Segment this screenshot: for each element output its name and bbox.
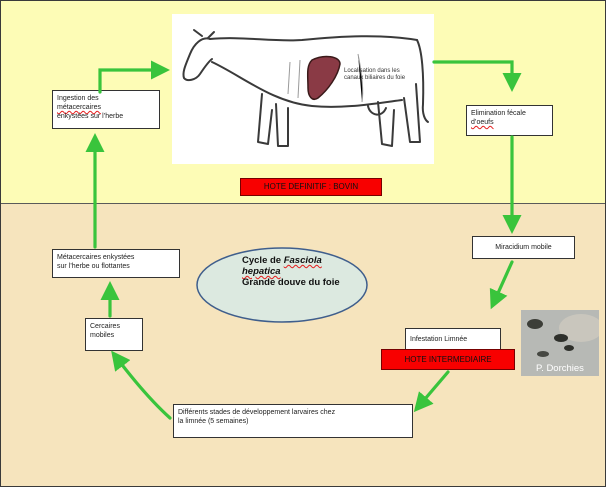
intermediate-host-label: HOTE INTERMEDIAIRE [381,349,515,370]
step-larval-stages: Différents stades de développement larva… [173,404,413,438]
center-ellipse [196,247,368,323]
cycle-title-prefix: Cycle de [242,255,284,266]
step-cercaires-line1: Cercaires [90,323,120,330]
arrow-infestation-to-larval [413,370,450,413]
limnea-photo [521,310,599,376]
step-elimination: Elimination fécale d’oeufs [466,105,553,136]
cycle-title-species: hepatica [242,266,281,277]
step-larval-stages-line2: la limnée (5 semaines) [178,418,249,425]
arrow-cow-to-elimination [432,60,522,92]
step-cercaires: Cercaires mobiles [85,318,143,351]
step-cercaires-line2: mobiles [90,332,115,339]
cow-illustration [182,29,429,147]
photo-credit: P. Dorchies [536,363,584,374]
zone-divider [1,203,605,204]
arrow-miracidium-to-infestation [489,260,514,310]
step-elimination-line2: d’oeufs [471,119,494,126]
liver-shape [306,55,341,100]
step-metacercaires: Métacercaires enkystées sur l’herbe ou f… [52,249,180,278]
cycle-title-common-name: Grande douve du foie [242,277,340,288]
cow-illustration-panel [172,14,434,164]
step-ingestion-line1: Ingestion des [57,95,99,102]
definitive-host-label: HOTE DEFINITIF : BOVIN [240,178,382,196]
snail-icon [521,310,599,376]
step-metacercaires-line1: Métacercaires enkystées [57,254,135,261]
cycle-title-genus: Fasciola [283,255,322,266]
step-ingestion-line3: enkystées sur l’herbe [57,113,124,120]
step-metacercaires-line2: sur l’herbe ou flottantes [57,263,130,270]
step-elimination-line1: Elimination fécale [471,110,526,117]
step-ingestion-line2: métacercaires [57,104,101,111]
step-larval-stages-line1: Différents stades de développement larva… [178,409,336,416]
arrow-ingestion-to-cow [98,60,170,94]
cycle-title: Cycle de Fasciola hepatica Grande douve … [242,255,382,288]
step-miracidium-text: Miracidium mobile [495,244,552,251]
liver-label: Localisation dans les canaux biliaires d… [344,68,406,81]
arrow-larval-to-cercaires [111,350,172,420]
step-ingestion: Ingestion des métacercaires enkystées su… [52,90,160,129]
step-infestation-text: Infestation Limnée [410,336,468,343]
cycle-title-line1: Cycle de Fasciola [242,255,382,266]
step-miracidium: Miracidium mobile [472,236,575,259]
